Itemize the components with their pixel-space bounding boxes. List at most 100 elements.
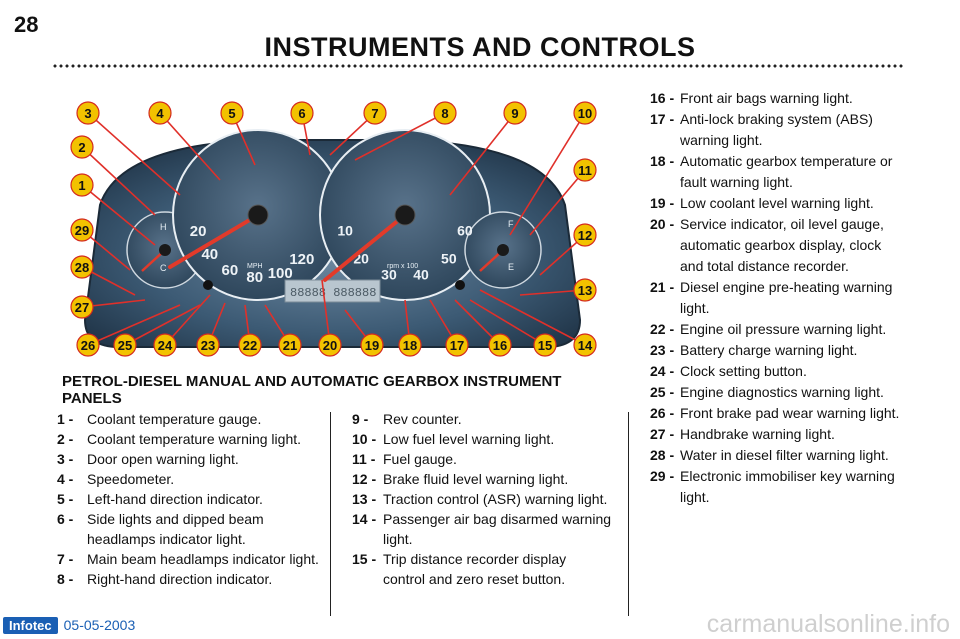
legend-number: 21 - (650, 279, 675, 295)
rev-needle (323, 213, 407, 282)
legend-number: 11 - (352, 451, 376, 467)
rev-counter-label: 60 (457, 223, 473, 239)
legend-item: 20 -Service indicator, oil level gauge, … (650, 214, 905, 277)
legend-text: Engine diagnostics warning light. (680, 384, 884, 400)
callout-circle (76, 333, 100, 357)
callout-number: 24 (158, 338, 173, 353)
callout-leaders (81, 112, 586, 346)
clock-set-knob (455, 280, 465, 290)
callout-number: 15 (538, 338, 552, 353)
legend-item: 28 - Water in diesel filter warning light… (650, 445, 905, 466)
callout-circle (573, 278, 597, 302)
callout-circle (148, 101, 172, 125)
callout-circle (238, 333, 262, 357)
legend-number: 12 - (352, 471, 377, 487)
callout-number: 28 (75, 260, 89, 275)
callout-number: 26 (81, 338, 95, 353)
callout-number: 22 (243, 338, 257, 353)
legend-text: Engine oil pressure warning light. (680, 321, 887, 337)
callout-leader-line (81, 184, 156, 246)
legend-item: 13 -Traction control (ASR) warning light… (352, 489, 612, 509)
callout-number: 12 (578, 228, 592, 243)
callout-circle (573, 333, 597, 357)
legend-item: 26 -Front brake pad wear warning light. (650, 403, 905, 424)
legend-item: 17 - Anti-lock braking system (ABS) warni… (650, 109, 905, 151)
legend-text: Automatic gearbox temperature or fault w… (680, 153, 893, 190)
callout-circle (445, 333, 469, 357)
legend-number: 14 - (352, 511, 377, 527)
legend-number: 19 - (650, 195, 675, 211)
legend-number: 29 - (650, 468, 675, 484)
callout-number: 18 (403, 338, 417, 353)
legend-text: Coolant temperature gauge. (87, 411, 262, 427)
callout-circle (70, 218, 94, 242)
rev-counter-label: 10 (337, 223, 353, 239)
legend-text: Water in diesel filter warning light. (680, 447, 889, 463)
legend-text: Low coolant level warning light. (680, 195, 874, 211)
legend-item: 19 - Low coolant level warning light. (650, 193, 905, 214)
legend-number: 2 - (57, 431, 74, 447)
callout-number: 29 (75, 223, 89, 238)
legend-text: Door open warning light. (87, 451, 239, 467)
legend-item: 6 -Side lights and dipped beam headlamps… (57, 509, 319, 549)
column-divider (330, 412, 331, 616)
callout-number: 1 (78, 178, 85, 193)
callout-circle (573, 223, 597, 247)
legend-text: Side lights and dipped beam headlamps in… (87, 511, 264, 547)
legend-text: Passenger air bag disarmed warning light… (383, 511, 612, 547)
legend-column-3: 16 -Front air bags warning light. 17 - Ant… (650, 88, 905, 508)
legend-item: 2 -Coolant temperature warning light. (57, 429, 319, 449)
callout-circle (290, 101, 314, 125)
legend-item: 7 -Main beam headlamps indicator light. (57, 549, 319, 569)
legend-number: 15 - (352, 551, 377, 567)
callout-leader-line (87, 112, 181, 196)
callout-leader-line (354, 112, 446, 161)
callout-circle (318, 333, 342, 357)
callout-circle (573, 101, 597, 125)
legend-number: 17 - (650, 111, 675, 127)
trip-reset-knob (203, 280, 213, 290)
callout-circle (70, 173, 94, 197)
legend-item: 22 - Engine oil pressure warning light. (650, 319, 905, 340)
infotec-badge: Infotec (3, 616, 58, 634)
legend-text: Trip distance recorder display control a… (383, 551, 567, 587)
legend-number: 3 - (57, 451, 74, 467)
legend-number: 13 - (352, 491, 377, 507)
legend-item: 9 -Rev counter. (352, 409, 612, 429)
legend-item: 15 - Trip distance recorder display contr… (352, 549, 612, 589)
callout-circle (70, 135, 94, 159)
legend-column-2: 9 -Rev counter.10 -Low fuel level warnin… (352, 409, 612, 589)
legend-item: 5 -Left-hand direction indicator. (57, 489, 319, 509)
callout-leader-line (87, 304, 181, 346)
legend-number: 22 - (650, 321, 675, 337)
callout-circle (398, 333, 422, 357)
speedometer-needle (168, 213, 260, 269)
callout-circle (360, 333, 384, 357)
page-title: INSTRUMENTS AND CONTROLS (264, 32, 696, 62)
legend-text: Battery charge warning light. (680, 342, 858, 358)
legend-item: 3 - Door open warning light. (57, 449, 319, 469)
column-divider (628, 412, 629, 616)
callout-circle (533, 333, 557, 357)
legend-item: 8 -Right-hand direction indicator. (57, 569, 319, 589)
fuel-e-label: E (508, 262, 514, 272)
legend-text: Anti-lock braking system (ABS) warning l… (680, 111, 873, 148)
legend-text: Fuel gauge. (383, 451, 457, 467)
legend-item: 16 -Front air bags warning light. (650, 88, 905, 109)
legend-item: 1 - Coolant temperature gauge. (57, 409, 319, 429)
legend-number: 1 - (57, 411, 74, 427)
speedometer-label: 40 (201, 246, 218, 263)
callout-circle (503, 101, 527, 125)
legend-number: 28 - (650, 447, 675, 463)
legend-text: Electronic immobiliser key warning light… (680, 468, 895, 505)
callout-circle (76, 101, 100, 125)
fuel-f-label: F (508, 219, 514, 229)
callout-circle (220, 101, 244, 125)
callout-number: 17 (450, 338, 464, 353)
callout-circle (70, 255, 94, 279)
legend-text: Rev counter. (383, 411, 462, 427)
callout-circle (70, 295, 94, 319)
page-number: 28 (14, 12, 39, 37)
